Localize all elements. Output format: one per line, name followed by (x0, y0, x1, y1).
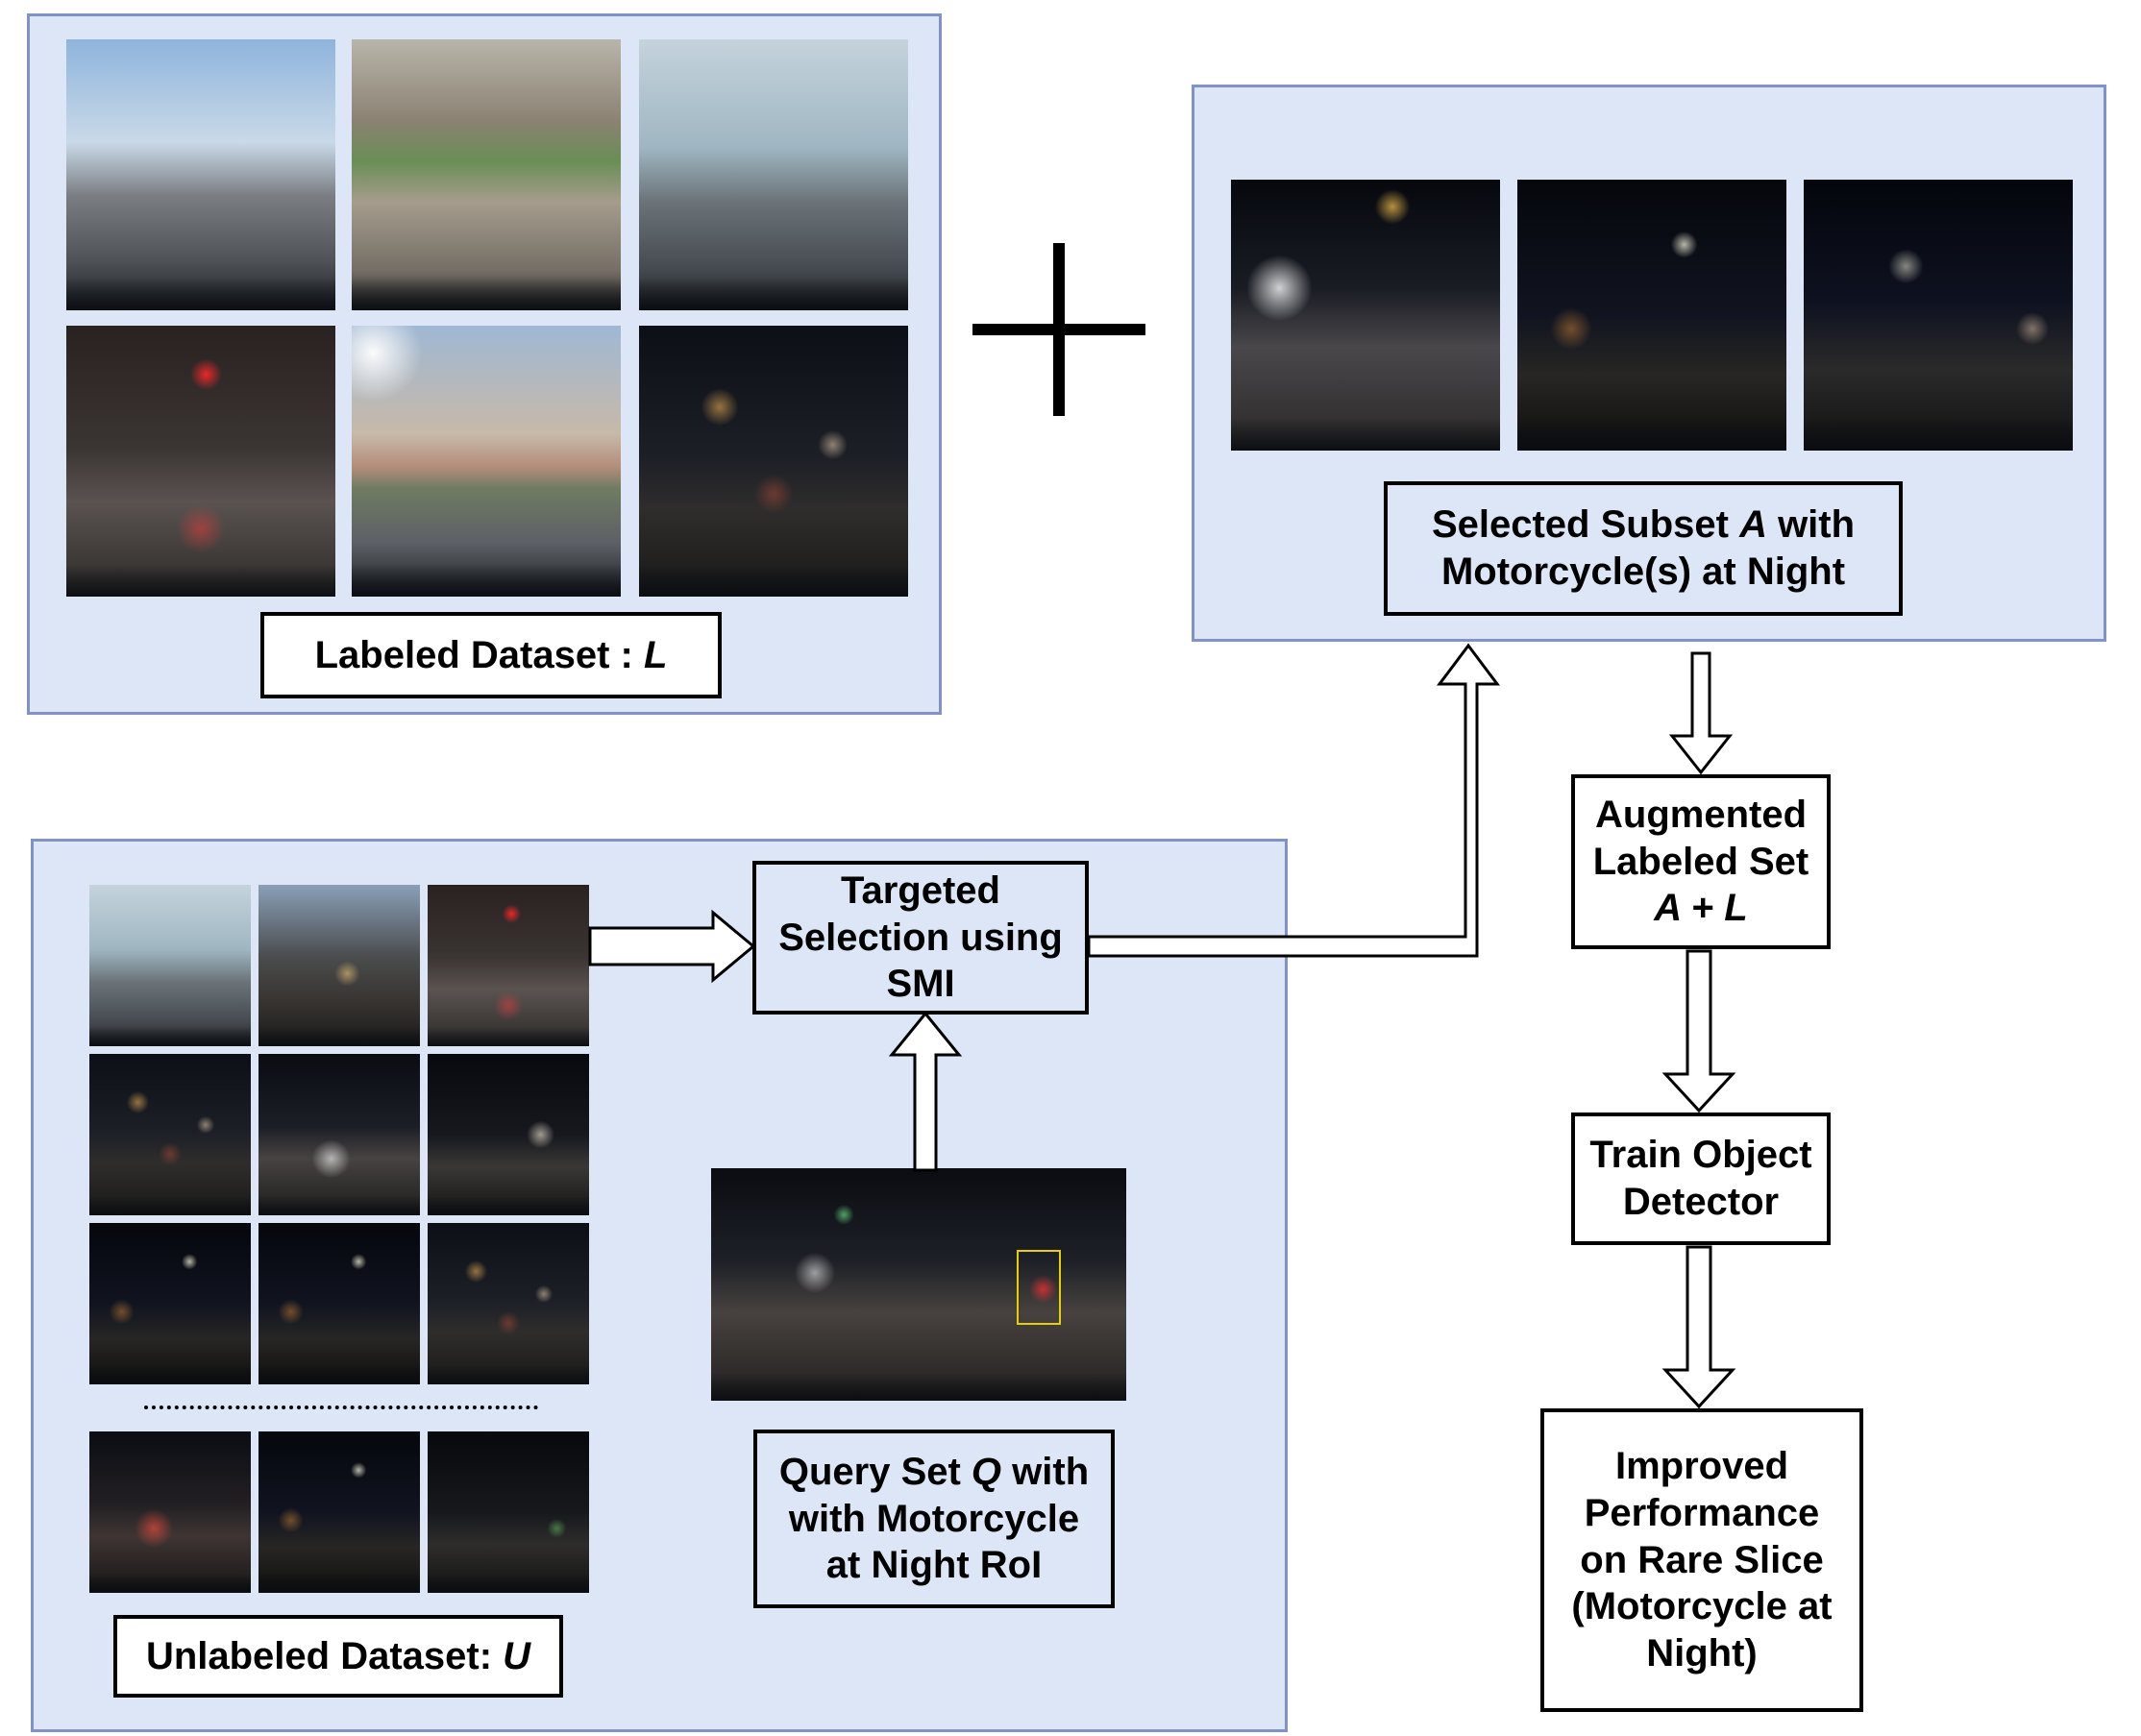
targeted-selection-line3: SMI (886, 963, 955, 1006)
query-set-line2: with Motorcycle (788, 1497, 1080, 1540)
targeted-selection-line1: Targeted (841, 868, 1000, 912)
plus-sign (972, 243, 1145, 416)
arrow-subset-to-augmented (1668, 651, 1734, 775)
targeted-selection-box: Targeted Selection using SMI (752, 861, 1089, 1015)
unlabeled-dataset-panel: Unlabeled Dataset: U Targeted Selection … (31, 839, 1288, 1732)
unlabeled-photo-9 (428, 1223, 589, 1384)
unlabeled-photo-10 (89, 1431, 251, 1593)
unlabeled-photo-11 (258, 1431, 420, 1593)
unlabeled-photo-2 (258, 885, 420, 1046)
unlabeled-photo-4 (89, 1054, 251, 1215)
improved-line4: (Motorcycle at (1571, 1585, 1833, 1628)
night-city-photo (1804, 180, 2073, 451)
labeled-dataset-label: Labeled Dataset : L (260, 612, 722, 698)
augmented-line3: A + L (1654, 887, 1748, 930)
selected-subset-panel: Selected Subset A with Motorcycle(s) at … (1192, 85, 2106, 642)
overpass-suv-photo (352, 39, 621, 310)
improved-line5: Night) (1646, 1632, 1758, 1675)
labeled-dataset-label-var: L (643, 633, 668, 676)
selected-subset-line1-prefix: Selected Subset (1431, 503, 1740, 547)
unlabeled-photo-3 (428, 885, 589, 1046)
unlabeled-dataset-label-prefix: Unlabeled Dataset: (145, 1634, 504, 1677)
night-wet-road-photo (1517, 180, 1786, 451)
improved-line3: on Rare Slice (1580, 1538, 1824, 1581)
train-line2: Detector (1622, 1181, 1780, 1223)
palm-street-photo (639, 39, 908, 310)
plus-vertical-bar (1053, 243, 1065, 416)
train-line1: Train Object (1589, 1134, 1812, 1177)
query-set-label: Query Set Q with with Motorcycle at Nigh… (753, 1430, 1115, 1608)
unlabeled-dataset-label: Unlabeled Dataset: U (113, 1615, 563, 1698)
arrow-train-to-improved (1661, 1245, 1736, 1409)
unlabeled-photo-5 (258, 1054, 420, 1215)
labeled-dataset-label-prefix: Labeled Dataset : (314, 633, 644, 676)
motorcycle-roi-box (1017, 1250, 1061, 1325)
improved-performance-box: Improved Performance on Rare Slice (Moto… (1540, 1408, 1863, 1712)
improved-line1: Improved (1614, 1445, 1789, 1487)
selected-subset-label-line2: Motorcycle(s) at Night (1440, 550, 1846, 593)
augmented-line2: Labeled Set (1592, 840, 1809, 883)
selected-subset-label-line1: Selected Subset A with (1432, 501, 1855, 549)
selected-subset-label: Selected Subset A with Motorcycle(s) at … (1384, 481, 1903, 616)
unlabeled-photo-1 (89, 885, 251, 1046)
labeled-dataset-panel: Labeled Dataset : L (27, 13, 942, 715)
more-images-dots (144, 1406, 538, 1409)
query-set-line3: at Night RoI (825, 1544, 1043, 1587)
arrow-augmented-to-train (1661, 949, 1736, 1113)
targeted-selection-line2: Selection using (778, 916, 1063, 959)
unlabeled-photo-12 (428, 1431, 589, 1593)
augmented-labeled-set-box: Augmented Labeled Set A + L (1571, 774, 1831, 949)
sun-glare-photo (352, 326, 621, 597)
improved-line2: Performance (1584, 1491, 1820, 1534)
arrow-targeted-to-subset (1087, 643, 1500, 958)
red-light-night-photo (66, 326, 335, 597)
night-car-photo (1231, 180, 1500, 451)
selected-subset-line1-suffix: with (1766, 503, 1856, 547)
train-object-detector-box: Train Object Detector (1571, 1113, 1831, 1245)
day-intersection-photo (66, 39, 335, 310)
unlabeled-dataset-label-var: U (503, 1634, 531, 1677)
query-set-line1-var: Q (971, 1450, 1002, 1493)
arrow-query-to-targeted (888, 1011, 963, 1172)
augmented-line1: Augmented (1595, 793, 1807, 836)
query-set-line1-prefix: Query Set (778, 1450, 972, 1493)
query-motorcycle-photo (711, 1168, 1126, 1401)
query-set-line1-suffix: with (1001, 1450, 1090, 1493)
unlabeled-photo-6 (428, 1054, 589, 1215)
unlabeled-photo-8 (258, 1223, 420, 1384)
query-set-line1: Query Set Q with (779, 1449, 1089, 1496)
arrow-unlabeled-to-targeted (588, 909, 756, 984)
selected-subset-line1-var: A (1739, 503, 1767, 547)
night-crosswalk-photo (639, 326, 908, 597)
unlabeled-photo-7 (89, 1223, 251, 1384)
